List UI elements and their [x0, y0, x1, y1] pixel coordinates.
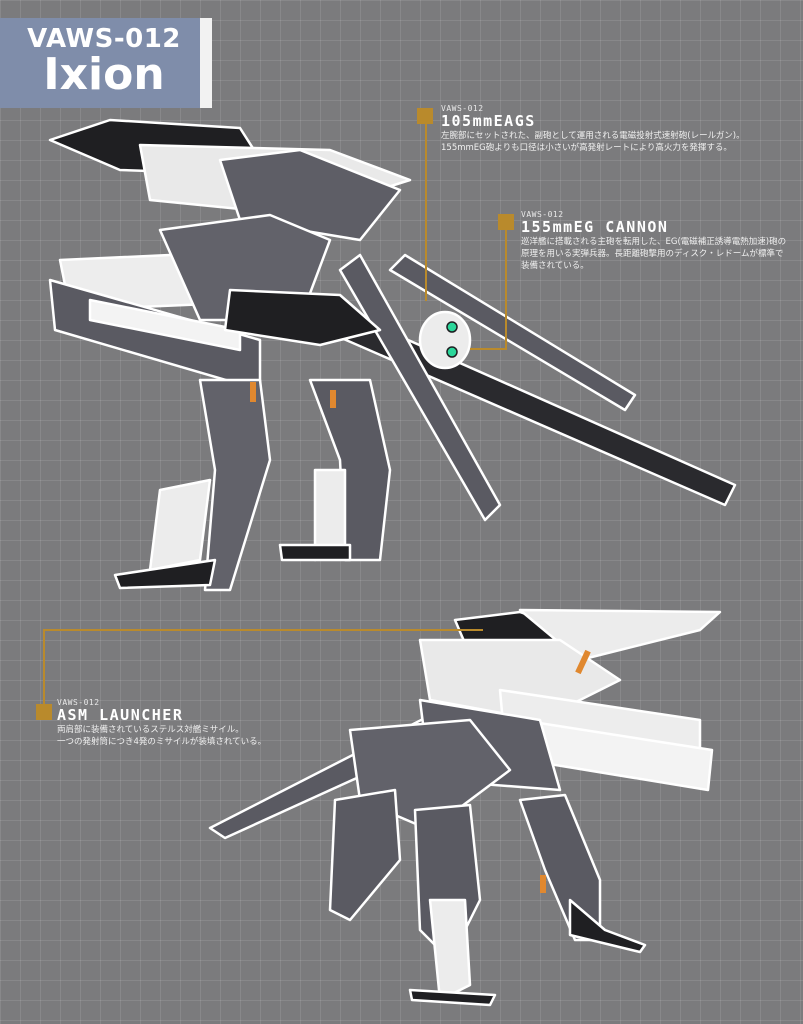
- callout-marker-105mm: [417, 108, 433, 124]
- model-name: Ixion: [43, 49, 165, 100]
- mech-bottom-view: [208, 608, 722, 1007]
- callout-marker-asm: [36, 704, 52, 720]
- callout-desc-105mm-line2: 155mmEG砲よりも口径は小さいが高発射レートにより高火力を発揮する。: [441, 143, 732, 153]
- leader-line-105mm: [425, 121, 427, 301]
- callout-sub-asm: VAWS-012: [57, 698, 100, 707]
- callout-title-asm: ASM LAUNCHER: [57, 706, 184, 724]
- callout-desc-155mm-line3: 装備されている。: [521, 261, 589, 271]
- leader-line-155mm-horizontal: [470, 348, 507, 350]
- callout-desc-155mm-line1: 巡洋艦に搭載される主砲を転用した、EG(電磁補正誘導電熱加速)砲の: [521, 237, 787, 247]
- callout-desc-155mm-line2: 原理を用いる実弾兵器。長距離砲撃用のディスク・レドームが標準で: [521, 249, 784, 259]
- callout-sub-155mm: VAWS-012: [521, 210, 564, 219]
- callout-title-155mm: 155mmEG CANNON: [521, 218, 669, 236]
- callout-marker-155mm: [498, 214, 514, 230]
- callout-title-105mm: 105mmEAGS: [441, 112, 536, 130]
- model-code: VAWS-012: [27, 24, 181, 54]
- mech-top-view: [48, 118, 737, 592]
- title-accent-bar: [200, 18, 212, 108]
- callout-desc-105mm-line1: 左腕部にセットされた、副砲として運用される電磁投射式速射砲(レールガン)。: [441, 131, 745, 141]
- title-block: [0, 18, 200, 108]
- leader-line-155mm: [505, 228, 507, 350]
- leader-line-asm: [43, 629, 483, 631]
- leader-line-asm-vertical: [43, 629, 45, 705]
- callout-desc-asm-line1: 両肩部に装備されているステルス対艦ミサイル。: [57, 725, 244, 735]
- callout-sub-105mm: VAWS-012: [441, 104, 484, 113]
- callout-desc-asm-line2: 一つの発射筒につき4発のミサイルが装填されている。: [57, 737, 267, 747]
